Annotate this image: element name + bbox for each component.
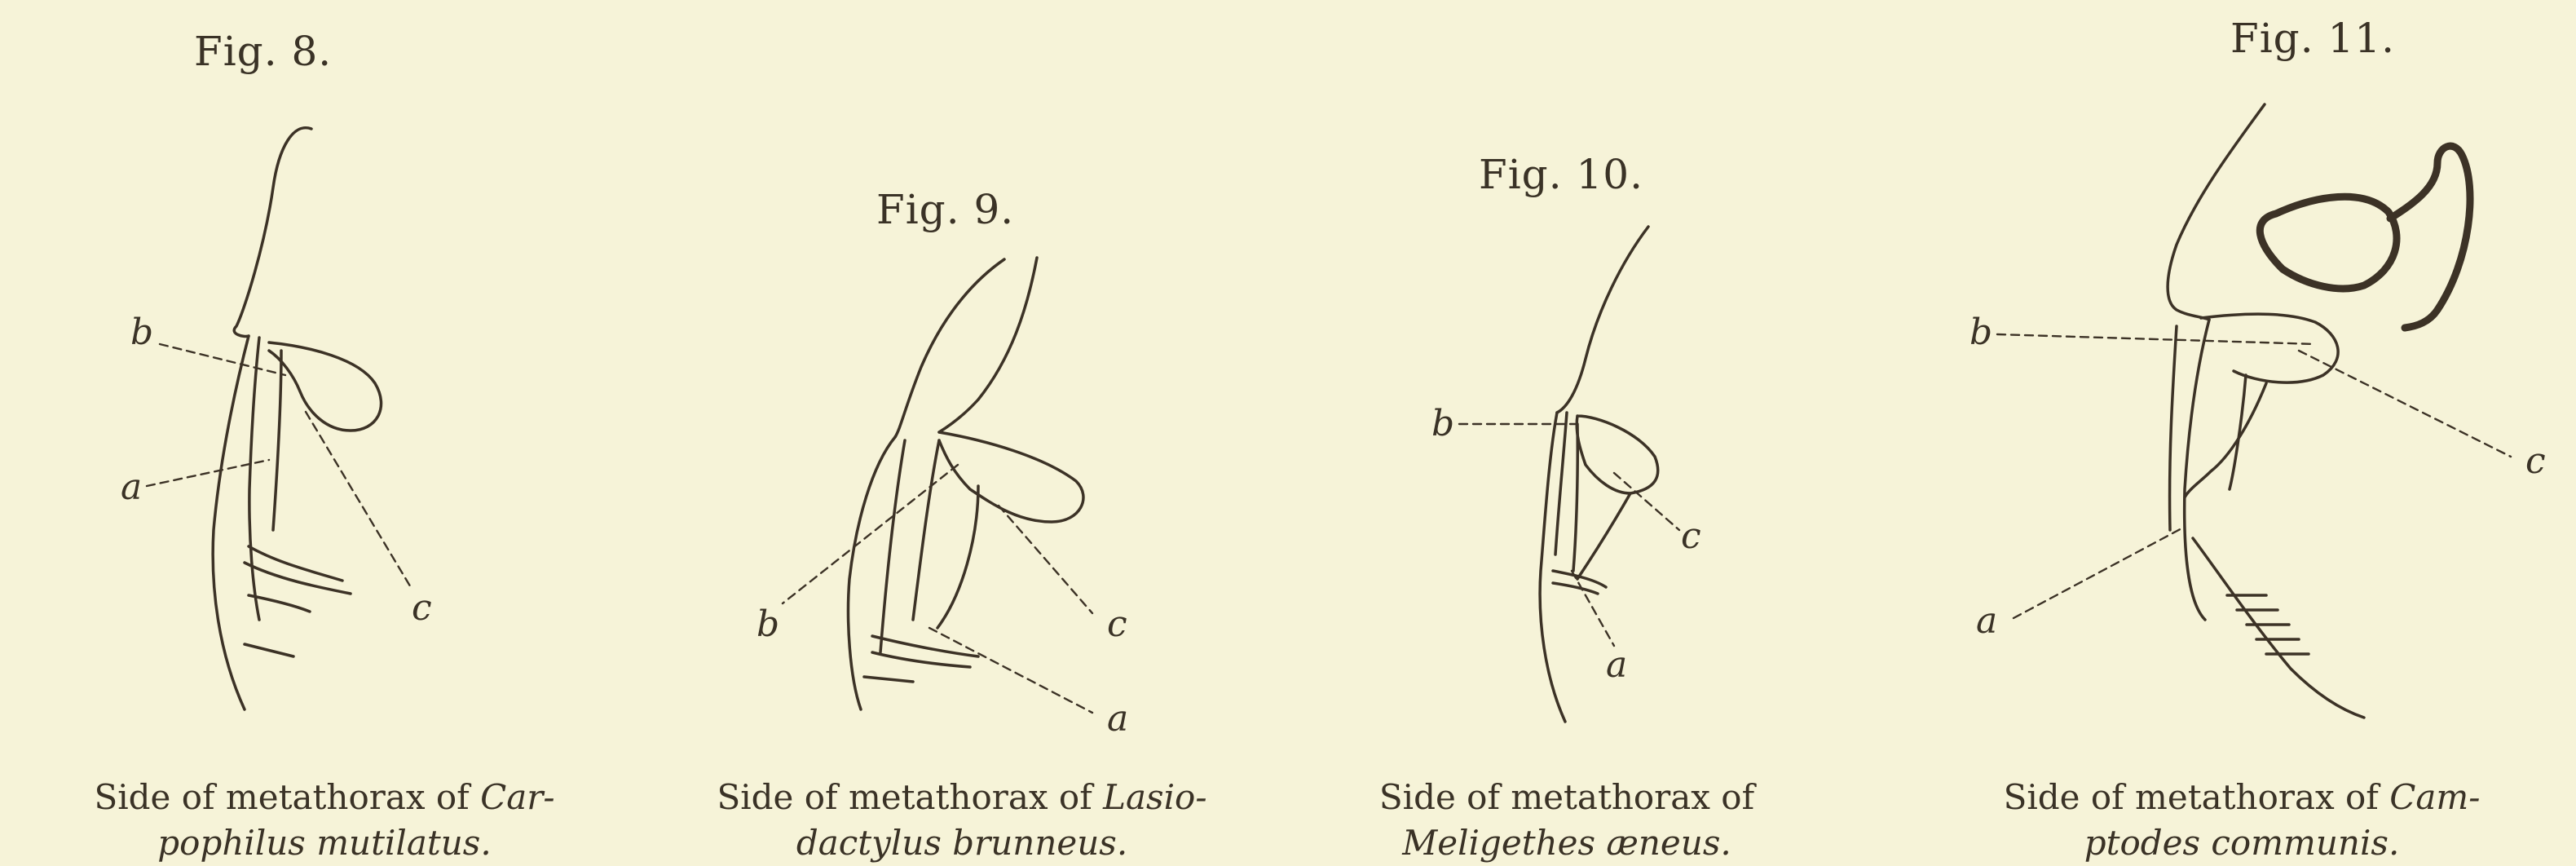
sclerite-line bbox=[1555, 413, 1567, 555]
leg-ridge bbox=[1553, 583, 1598, 594]
leader-line-a bbox=[929, 628, 1092, 713]
sclerite-line bbox=[273, 351, 281, 530]
outer-contour bbox=[1557, 227, 1648, 413]
caption-species: Lasio- bbox=[1103, 777, 1206, 817]
label-a: a bbox=[121, 466, 142, 508]
label-b: b bbox=[130, 311, 153, 353]
sclerite-line bbox=[1573, 424, 1577, 571]
label-c: c bbox=[1681, 515, 1701, 557]
leader-line-c bbox=[1614, 473, 1679, 530]
outer-contour bbox=[939, 258, 1037, 432]
figure-caption: Side of metathorax of Meligethes æneus. bbox=[1249, 775, 1885, 866]
caption-text: Side of metathorax of bbox=[94, 777, 480, 817]
label-c: c bbox=[1107, 603, 1127, 645]
coxal-lobe bbox=[1577, 416, 1658, 493]
caption-text: Side of metathorax of bbox=[2004, 777, 2390, 817]
epimeron-outline bbox=[2185, 320, 2209, 620]
figure-11: Fig. 11. b c a Side of metathorax of Cam… bbox=[1908, 0, 2576, 864]
sclerite-line bbox=[880, 440, 905, 652]
epimeron-outline bbox=[213, 336, 249, 709]
label-a: a bbox=[1976, 600, 1997, 642]
leg-ridge bbox=[864, 677, 913, 682]
leader-line-c bbox=[2299, 351, 2511, 457]
label-c: c bbox=[412, 587, 432, 629]
label-a: a bbox=[1606, 644, 1627, 686]
wing-process bbox=[2260, 197, 2397, 289]
caption-species: Meligethes æneus. bbox=[1249, 820, 1885, 866]
leg-ridge bbox=[249, 546, 342, 581]
label-a: a bbox=[1107, 698, 1128, 740]
sclerite-line bbox=[249, 338, 259, 620]
abdominal-segment bbox=[2193, 538, 2364, 718]
coxal-lobe bbox=[2201, 314, 2338, 382]
figure-8: Fig. 8. b a c Side of metathorax of Car-… bbox=[0, 0, 636, 864]
caption-text: Side of metathorax of bbox=[717, 777, 1103, 817]
sclerite-line bbox=[913, 440, 939, 620]
epimeron-outline bbox=[1540, 413, 1565, 722]
label-c: c bbox=[2525, 440, 2546, 482]
caption-species: dactylus brunneus. bbox=[644, 820, 1280, 866]
outer-contour bbox=[234, 128, 311, 337]
caption-species: pophilus mutilatus. bbox=[7, 820, 642, 866]
leader-line-a bbox=[2014, 527, 2185, 618]
label-b: b bbox=[756, 603, 779, 645]
figure-10: Fig. 10. b c a Side of metathorax of Mel… bbox=[1272, 0, 1908, 864]
metathorax-drawing: b c a bbox=[1908, 0, 2576, 767]
leader-line-b bbox=[1997, 334, 2315, 344]
figure-caption: Side of metathorax of Cam- ptodes commun… bbox=[1908, 775, 2576, 866]
caption-species: Cam- bbox=[2389, 777, 2480, 817]
sclerite-line bbox=[2170, 326, 2177, 530]
sclerite-line bbox=[1577, 493, 1630, 579]
leg-ridge bbox=[872, 636, 978, 656]
label-b: b bbox=[1969, 311, 1992, 353]
caption-species: ptodes communis. bbox=[1908, 820, 2576, 866]
sclerite-line bbox=[937, 486, 978, 628]
metathorax-drawing: b c a bbox=[1272, 0, 1908, 767]
metathorax-drawing: b a c bbox=[0, 0, 636, 767]
outer-contour bbox=[2168, 104, 2265, 320]
figure-caption: Side of metathorax of Lasio- dactylus br… bbox=[644, 775, 1280, 866]
metathorax-drawing: b c a bbox=[636, 0, 1272, 767]
coxal-lobe bbox=[939, 432, 1083, 522]
figure-caption: Side of metathorax of Car- pophilus muti… bbox=[7, 775, 642, 866]
leader-line-c bbox=[306, 412, 412, 589]
wing-process bbox=[2390, 146, 2470, 328]
sclerite-line bbox=[2185, 383, 2266, 497]
outer-contour bbox=[895, 259, 1004, 437]
figure-9: Fig. 9. b c a Side of metathorax of Lasi… bbox=[636, 0, 1272, 864]
label-b: b bbox=[1431, 403, 1454, 444]
caption-species: Car- bbox=[480, 777, 554, 817]
leader-line-b bbox=[160, 344, 285, 375]
coxal-lobe bbox=[269, 342, 382, 431]
caption-text: Side of metathorax of bbox=[1379, 777, 1754, 817]
leg-ridge bbox=[245, 644, 293, 656]
